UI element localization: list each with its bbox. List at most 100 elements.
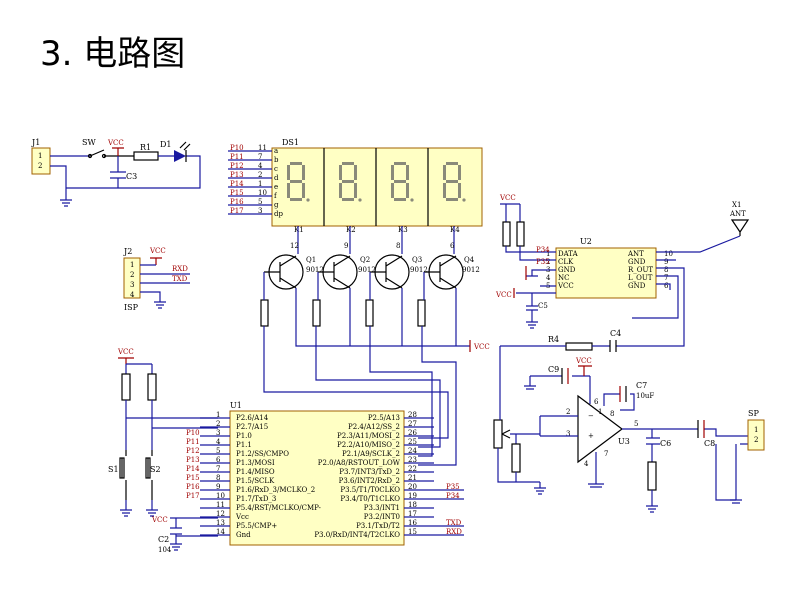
page-title: 3. 电路图 [40, 34, 186, 74]
svg-text:6: 6 [594, 398, 599, 406]
u1-left-pin-label: Gnd [236, 531, 251, 539]
u1-left-pin-number: 13 [216, 519, 225, 527]
u2-left-pin-label: VCC [557, 282, 574, 290]
u1-right-pin-number: 15 [408, 528, 417, 536]
svg-text:3: 3 [566, 430, 570, 438]
u1-right-pin-number: 22 [408, 465, 417, 473]
digit-3 [391, 162, 414, 202]
u1-left-pin-label: P5.5/CMP+ [236, 522, 277, 530]
svg-text:VCC: VCC [499, 194, 516, 202]
svg-text:C5: C5 [538, 302, 548, 310]
u1-right-pin-label: P3.0/RxD/INT4/T2CLKO [314, 531, 400, 539]
u2-left-pin-number: 2 [546, 258, 550, 266]
u1-port-label: P15 [186, 474, 200, 482]
digit-1 [287, 162, 310, 202]
u2-left-pin-label: GND [558, 266, 576, 274]
svg-text:ISP: ISP [124, 303, 139, 312]
u1-left-pin-number: 10 [216, 492, 225, 500]
u1-right-pin-number: 25 [408, 438, 417, 446]
u1-right-pin-number: 26 [408, 429, 417, 437]
svg-text:VCC: VCC [107, 139, 124, 147]
svg-text:9: 9 [344, 242, 348, 250]
u1-right-pin-number: 24 [408, 447, 417, 455]
u1-right-pin-label: P2.5/A13 [368, 414, 400, 422]
svg-text:VCC: VCC [575, 357, 592, 365]
ds-seg-letter: d [274, 174, 279, 182]
u1-left-pin-number: 14 [216, 528, 225, 536]
u1-right-pin-number: 23 [408, 456, 417, 464]
svg-text:4: 4 [130, 291, 135, 299]
svg-text:Q3: Q3 [412, 256, 422, 264]
u1-left-pin-label: P1.5/SCLK [236, 477, 275, 485]
u2-left-pin-label: DATA [558, 250, 579, 258]
ds-port-label: P13 [230, 171, 244, 179]
j1-connector [31, 147, 51, 175]
svg-text:R1: R1 [140, 143, 151, 152]
u1-left-pin-label: P5.4/RST/MCLKO/CMP- [236, 504, 321, 512]
svg-text:1: 1 [38, 152, 42, 160]
u1-right-pin-label: P3.4/T0/T1CLKO [340, 495, 400, 503]
u1-right-port-label: RXD [446, 528, 462, 536]
u1-left-pin-number: 9 [216, 483, 220, 491]
seven-seg-display [271, 147, 483, 227]
ds-port-label: P11 [230, 153, 244, 161]
svg-text:9012: 9012 [410, 266, 428, 274]
u1-right-pin-label: P2.3/A11/MOSI_2 [337, 432, 400, 440]
svg-text:1: 1 [754, 426, 758, 434]
u1-right-port-label: P35 [446, 483, 460, 491]
ds-port-label: P12 [230, 162, 244, 170]
u1-right-pin-label: P3.1/TxD/T2 [356, 522, 400, 530]
q4-transistor: 6 Q4 9012 [424, 242, 480, 290]
u1-port-label: P17 [186, 492, 200, 500]
op-amp-u3-icon [577, 394, 623, 464]
u2-right-pin-number: 7 [664, 274, 668, 282]
svg-text:DS1: DS1 [282, 138, 299, 147]
u2-right-pin-label: R_OUT [628, 266, 653, 274]
ds-pin-number: 7 [258, 153, 262, 161]
u2-left-pin-number: 1 [546, 250, 550, 258]
amplifier-section: R4 C4 C9 VCC C7 10uF − + U3 2 3 6 4 7 1 … [493, 324, 765, 513]
svg-text:C3: C3 [126, 172, 137, 181]
q2-transistor: 9 Q2 9012 [318, 242, 376, 290]
u1-left-pin-label: P1.7/TxD_3 [236, 495, 276, 503]
k3-label: K3 [398, 226, 408, 234]
u1-right-pin-number: 18 [408, 501, 417, 509]
u2-left-pin-label: NC [558, 274, 569, 282]
svg-text:1: 1 [598, 408, 602, 416]
ds-pin-number: 5 [258, 198, 262, 206]
svg-text:7: 7 [604, 450, 608, 458]
u2-right-pin-number: 8 [664, 266, 668, 274]
u1-right-port-label: P34 [446, 492, 460, 500]
ds-pin-number: 1 [258, 180, 262, 188]
u1-right-pin-label: P3.5/T1/T0CLKO [340, 486, 400, 494]
u1-right-pin-label: P2.2/A10/MISO_2 [337, 441, 400, 449]
u1-right-pin-label: P3.3/INT1 [364, 504, 400, 512]
ds-seg-letter: e [274, 183, 278, 191]
svg-text:P34: P34 [536, 246, 550, 254]
svg-text:6: 6 [450, 242, 455, 250]
u1-left-pin-number: 1 [216, 411, 220, 419]
digit-2 [339, 162, 362, 202]
svg-text:C4: C4 [610, 329, 621, 338]
svg-text:+: + [588, 432, 594, 440]
ds-port-label: P14 [230, 180, 244, 188]
svg-text:−: − [588, 412, 594, 420]
u2-right-pin-label: GND [628, 282, 646, 290]
svg-text:D1: D1 [160, 140, 172, 149]
u1-right-port-label: TXD [446, 519, 462, 527]
u1-left-pin-label: P1.6/RxD_3/MCLKO_2 [236, 486, 315, 494]
u1-right-pin-number: 17 [408, 510, 417, 518]
u1-left-pin-label: P2.6/A14 [236, 414, 269, 422]
svg-text:TXD: TXD [172, 275, 188, 283]
q1-transistor: 12 Q1 9012 [264, 242, 324, 290]
ds-port-label: P15 [230, 189, 244, 197]
u1-port-label: P10 [186, 429, 200, 437]
u1-port-label: P13 [186, 456, 200, 464]
u2-left-pin-number: 4 [546, 274, 551, 282]
q3-transistor: 8 Q3 9012 [370, 242, 428, 290]
ds-seg-letter: dp [274, 210, 283, 218]
u1-right-pin-label: P2.4/A12/SS_2 [348, 423, 400, 431]
u1-right-pin-number: 16 [408, 519, 417, 527]
ds-seg-letter: f [274, 192, 278, 200]
